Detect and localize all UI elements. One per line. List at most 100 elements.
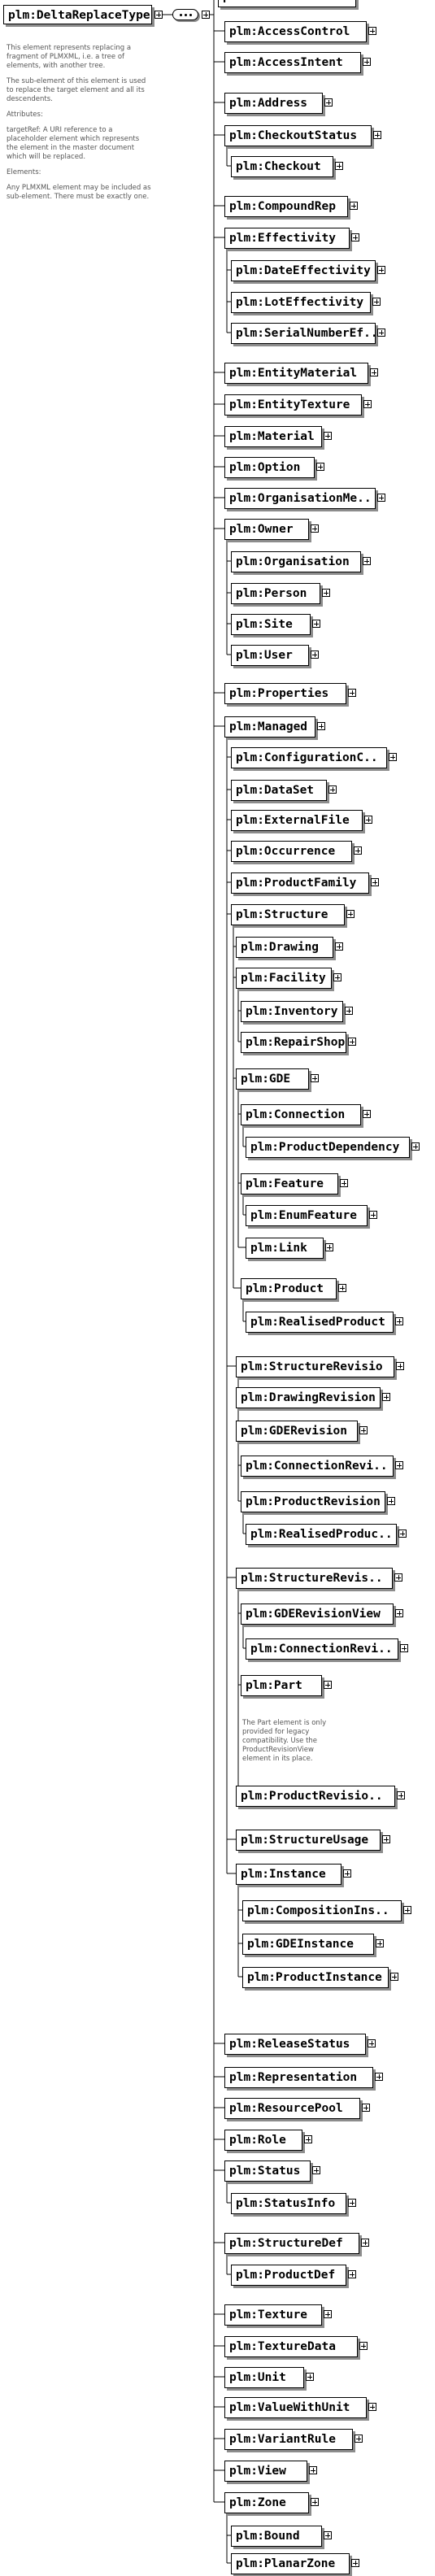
element-box-compoundrep[interactable]: plm:CompoundRep — [224, 196, 348, 217]
element-box-bound[interactable]: plm:Bound — [231, 2526, 322, 2547]
expand-icon[interactable] — [324, 98, 333, 107]
element-box-realisedproduc[interactable]: plm:RealisedProduc.. — [246, 1524, 397, 1545]
element-box-checkoutstatus[interactable]: plm:CheckoutStatus — [224, 125, 372, 146]
expand-icon[interactable] — [311, 524, 319, 533]
element-box-address[interactable]: plm:Address — [224, 93, 323, 114]
element-box-texturedata[interactable]: plm:TextureData — [224, 2336, 358, 2357]
expand-icon[interactable] — [382, 1835, 390, 1843]
element-box-loteffectivity[interactable]: plm:LotEffectivity — [231, 292, 371, 313]
expand-icon[interactable] — [359, 1426, 368, 1434]
element-box-connection[interactable]: plm:Connection — [241, 1104, 361, 1125]
expand-icon[interactable] — [398, 1530, 407, 1538]
expand-icon[interactable] — [368, 2403, 376, 2411]
expand-icon[interactable] — [348, 1038, 356, 1046]
expand-icon[interactable] — [362, 2104, 370, 2112]
element-box-organisation[interactable]: plm:Organisation — [231, 551, 361, 572]
expand-icon[interactable] — [361, 2239, 369, 2247]
expand-icon[interactable] — [363, 58, 371, 66]
expand-icon[interactable] — [316, 463, 324, 471]
expand-icon[interactable] — [306, 2373, 314, 2381]
expand-icon[interactable] — [389, 753, 397, 761]
element-box-zone[interactable]: plm:Zone — [224, 2492, 309, 2513]
element-box-connectionrevi[interactable]: plm:ConnectionRevi.. — [241, 1456, 394, 1477]
expand-icon[interactable] — [397, 1791, 405, 1799]
element-box-productrevision[interactable]: plm:ProductRevision — [241, 1491, 385, 1512]
expand-icon[interactable] — [311, 1074, 319, 1082]
element-box-releasestatus[interactable]: plm:ReleaseStatus — [224, 2034, 366, 2055]
element-box-connectionrevi2[interactable]: plm:ConnectionRevi.. — [246, 1638, 398, 1660]
element-box-inventory[interactable]: plm:Inventory — [241, 1001, 343, 1022]
element-box-structurerevis[interactable]: plm:StructureRevis.. — [236, 1568, 393, 1589]
element-box-drawingrevision[interactable]: plm:DrawingRevision — [236, 1387, 381, 1408]
element-box-part[interactable]: plm:Part — [241, 1675, 322, 1696]
element-box-entitymaterial[interactable]: plm:EntityMaterial — [224, 363, 368, 384]
expand-icon[interactable] — [311, 2498, 319, 2506]
expand-icon[interactable] — [335, 162, 343, 170]
element-box-externalfile[interactable]: plm:ExternalFile — [231, 810, 363, 831]
root-expand-icon[interactable] — [154, 11, 163, 19]
expand-icon[interactable] — [351, 233, 359, 242]
expand-icon[interactable] — [390, 1973, 398, 1981]
expand-icon[interactable] — [403, 1906, 411, 1914]
expand-icon[interactable] — [364, 816, 372, 824]
expand-icon[interactable] — [335, 942, 343, 951]
element-box-unit[interactable]: plm:Unit — [224, 2367, 304, 2388]
element-box-dataset[interactable]: plm:DataSet — [231, 780, 327, 801]
element-box-occurrence[interactable]: plm:Occurrence — [231, 841, 352, 862]
element-box-owner[interactable]: plm:Owner — [224, 519, 309, 540]
element-box-user[interactable]: plm:User — [231, 645, 309, 666]
element-box-option[interactable]: plm:Option — [224, 457, 315, 478]
expand-icon[interactable] — [338, 1284, 346, 1292]
expand-icon[interactable] — [411, 1142, 420, 1151]
element-box-valuewithunit[interactable]: plm:ValueWithUnit — [224, 2397, 367, 2418]
element-box-entitytexture[interactable]: plm:EntityTexture — [224, 394, 362, 416]
element-box-material[interactable]: plm:Material — [224, 426, 322, 447]
expand-icon[interactable] — [368, 2039, 376, 2047]
expand-icon[interactable] — [387, 1497, 395, 1505]
element-box-variantrule[interactable]: plm:VariantRule — [224, 2429, 353, 2450]
element-box-dateeffectivity[interactable]: plm:DateEffectivity — [231, 260, 376, 281]
element-box-enumfeature[interactable]: plm:EnumFeature — [246, 1205, 368, 1226]
expand-icon[interactable] — [377, 329, 385, 337]
element-box-attribowner[interactable]: plm:AttribOwner — [218, 0, 356, 7]
element-box-instance[interactable]: plm:Instance — [236, 1864, 341, 1885]
element-box-effectivity[interactable]: plm:Effectivity — [224, 228, 350, 249]
element-box-accessintent[interactable]: plm:AccessIntent — [224, 52, 361, 73]
expand-icon[interactable] — [363, 557, 371, 565]
expand-icon[interactable] — [395, 1609, 403, 1617]
expand-icon[interactable] — [312, 2166, 320, 2174]
element-box-statusinfo[interactable]: plm:StatusInfo — [231, 2193, 346, 2214]
expand-icon[interactable] — [309, 2466, 317, 2474]
element-box-structurerevisio[interactable]: plm:StructureRevisio — [236, 1356, 394, 1377]
expand-icon[interactable] — [348, 2270, 356, 2278]
element-box-facility[interactable]: plm:Facility — [236, 968, 332, 989]
element-box-structuredef[interactable]: plm:StructureDef — [224, 2233, 359, 2254]
expand-icon[interactable] — [395, 1461, 403, 1469]
expand-icon[interactable] — [324, 2310, 332, 2318]
element-box-representation[interactable]: plm:Representation — [224, 2067, 373, 2088]
expand-icon[interactable] — [324, 432, 332, 440]
element-box-compositionins[interactable]: plm:CompositionIns.. — [242, 1900, 402, 1921]
element-box-configurationc[interactable]: plm:ConfigurationC.. — [231, 747, 387, 768]
element-box-link[interactable]: plm:Link — [246, 1238, 324, 1259]
expand-icon[interactable] — [324, 1681, 332, 1689]
expand-icon[interactable] — [382, 1393, 390, 1401]
expand-icon[interactable] — [324, 2531, 332, 2539]
expand-icon[interactable] — [363, 1110, 371, 1118]
expand-icon[interactable] — [400, 1644, 408, 1652]
element-box-product[interactable]: plm:Product — [241, 1278, 337, 1299]
expand-icon[interactable] — [395, 1317, 403, 1325]
expand-icon[interactable] — [322, 589, 330, 597]
element-box-serialnumbereff[interactable]: plm:SerialNumberEf.. — [231, 323, 376, 344]
element-box-structureusage[interactable]: plm:StructureUsage — [236, 1830, 381, 1851]
element-box-drawing[interactable]: plm:Drawing — [236, 937, 333, 958]
element-box-gderevision[interactable]: plm:GDERevision — [236, 1421, 358, 1442]
element-box-gdeinstance[interactable]: plm:GDEInstance — [242, 1934, 374, 1955]
expand-icon[interactable] — [340, 1179, 348, 1187]
expand-icon[interactable] — [348, 689, 356, 697]
expand-icon[interactable] — [354, 846, 362, 855]
element-box-resourcepool[interactable]: plm:ResourcePool — [224, 2098, 360, 2119]
expand-icon[interactable] — [375, 2073, 383, 2081]
expand-icon[interactable] — [333, 973, 341, 981]
element-box-productdef[interactable]: plm:ProductDef — [231, 2265, 346, 2286]
